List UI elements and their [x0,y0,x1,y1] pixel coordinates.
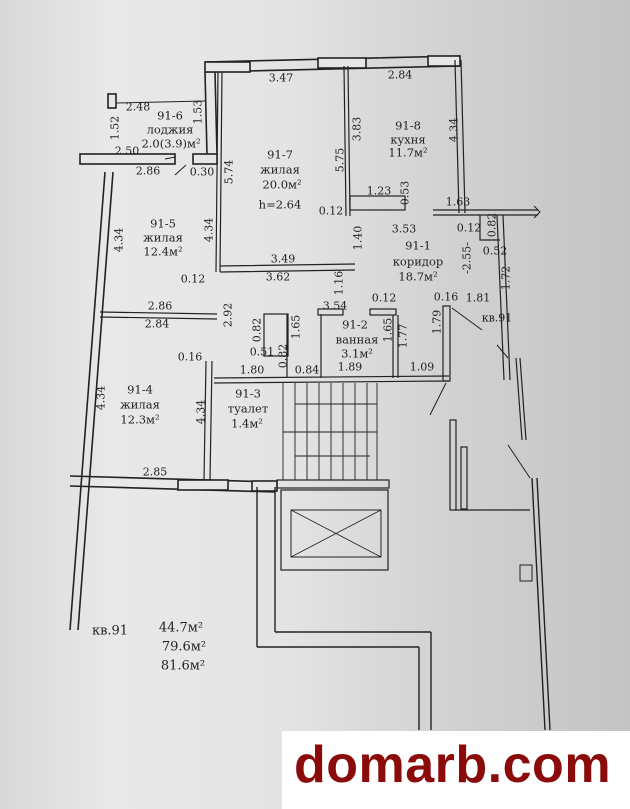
dimension: 4.34 [202,217,216,243]
dimension: 0.16 [177,350,203,364]
apartment-tag: кв.91 [481,311,513,325]
ceiling-height: h=2.64 [258,197,302,212]
dimension: 3.54 [322,299,348,313]
dimension: 0.30 [189,165,215,179]
dimension: 1.79 [430,309,444,335]
dimension: 0.12 [318,204,344,218]
dimension: 4.34 [447,117,461,143]
dimension: 4.34 [112,227,126,253]
dimension: 2.86 [147,299,173,313]
room-id: 91-8 [395,118,421,133]
dimension: 5.74 [222,159,236,185]
dimension: 1.52 [108,115,122,141]
dimension: 0.51 [249,345,275,359]
room-area: 12.3м² [120,412,160,427]
dimension: 2.86 [135,164,161,178]
dimension: 0.82 [485,212,499,238]
dimension: 1.09 [409,360,435,374]
staircase [282,383,378,480]
watermark: domarb.com [282,731,630,809]
dimension: 4.34 [194,399,208,425]
room-area: 3.1м² [341,346,373,361]
dimension: 4.34 [94,385,108,411]
dimension: 1.77 [396,323,410,349]
dimension: 0.82 [250,317,264,343]
room-name: кухня [390,132,426,147]
window-frame [204,61,251,73]
room-area: 18.7м² [398,269,438,284]
dimension: 0.16 [433,290,459,304]
dimension: 2.84 [387,68,413,82]
room-id: 91-7 [267,147,293,162]
dimension: 1.23 [366,184,392,198]
dimension: 1.80 [239,363,265,377]
room-id: 91-5 [150,216,176,231]
dimension: 2.85 [142,465,168,479]
room-area: 2.0(3.9)м² [141,136,201,151]
room-name: жилая [260,162,300,177]
dimension: 0.12 [180,272,206,286]
room-id: 91-6 [157,108,183,123]
room-area: 1.4м² [231,416,263,431]
dimension: 3.49 [270,252,296,266]
room-id: 91-4 [127,382,153,397]
dimension: 3.83 [350,116,364,142]
dimension: 0.53 [398,180,412,206]
dimension: 1.81 [465,291,491,305]
watermark-text: domarb.com [294,736,612,794]
dimension: 1.72 [499,265,513,291]
total-area: 79.6м² [161,639,207,655]
room-name: жилая [120,397,160,412]
dimension: 1.63 [445,195,471,209]
room-area: 11.7м² [388,145,428,160]
dimension: 1.65 [289,314,303,340]
dimension: 2.48 [125,100,151,114]
dimension: 1.89 [337,360,363,374]
dimension: 1.16 [332,270,346,296]
room-name: жилая [143,230,183,245]
room-id: 91-2 [342,317,368,332]
dimension: 1.53 [191,99,205,125]
dimension: 0.12 [371,291,397,305]
room-name: лоджия [146,122,194,137]
dimension: 2.50 [114,144,140,158]
summary-label: кв.91 [91,623,129,639]
dimension: 1.40 [351,225,365,251]
total-area-with-loggia: 81.6м² [160,658,206,674]
room-name: туалет [227,401,269,416]
dimension: 0.12 [456,221,482,235]
loggia-wall [204,71,218,156]
room-area: 12.4м² [143,244,183,259]
dimension: 3.62 [265,270,291,284]
dimension: 2.84 [144,317,170,331]
window-frame [317,57,367,69]
dimension: 1.65 [381,317,395,343]
window-frame [427,55,461,67]
living-area: 44.7м² [158,620,204,636]
dimension: 2.92 [221,302,235,328]
dimension: -2.55- [460,242,474,274]
dimension: 0.84 [294,363,320,377]
dimension: 0.82 [276,343,290,369]
dimension: 0.52 [482,244,508,258]
dimension: 3.47 [268,71,294,85]
dimension: 3.53 [391,222,417,236]
room-id: 91-1 [405,238,431,253]
room-id: 91-3 [235,386,261,401]
room-name: ванная [335,332,379,347]
room-area: 20.0м² [262,177,302,192]
dimension: 5.75 [333,147,347,173]
room-name: коридор [392,254,444,269]
